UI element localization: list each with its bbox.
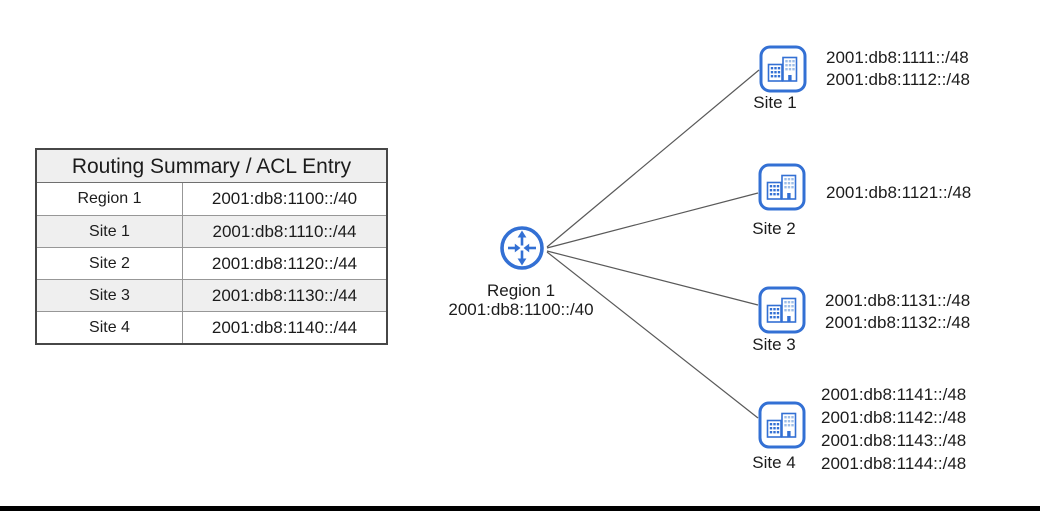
site2-label: Site 2 <box>752 219 796 238</box>
row-label: Site 2 <box>37 248 183 279</box>
row-value: 2001:db8:1100::/40 <box>211 189 358 208</box>
row-value: 2001:db8:1120::/44 <box>211 254 358 273</box>
row-label: Site 4 <box>37 312 183 343</box>
routing-table: Routing Summary / ACL Entry Region 1 200… <box>35 148 388 345</box>
router-label: Region 1 <box>486 281 556 300</box>
prefix-line: 2001:db8:1143::/48 <box>821 431 967 450</box>
router-prefix: 2001:db8:1100::/40 <box>448 300 594 319</box>
table-row-site3: Site 3 2001:db8:1130::/44 <box>37 279 386 311</box>
building-icon <box>759 45 807 93</box>
table-row-site4: Site 4 2001:db8:1140::/44 <box>37 311 386 343</box>
table-row-site1: Site 1 2001:db8:1110::/44 <box>37 215 386 247</box>
prefix-line: 2001:db8:1142::/48 <box>821 408 967 427</box>
site2-prefixes: 2001:db8:1121::/48 <box>826 182 971 204</box>
site3-label: Site 3 <box>752 335 796 354</box>
site3-node <box>758 286 806 334</box>
table-title: Routing Summary / ACL Entry <box>37 150 386 183</box>
prefix-line: 2001:db8:1121::/48 <box>826 183 972 202</box>
site4-prefixes: 2001:db8:1141::/48 2001:db8:1142::/48 20… <box>821 383 966 475</box>
prefix-line: 2001:db8:1132::/48 <box>825 313 971 332</box>
row-label: Region 1 <box>37 183 183 215</box>
connection-line-site1 <box>546 69 760 248</box>
prefix-line: 2001:db8:1144::/48 <box>821 454 967 473</box>
site4-node <box>758 401 806 449</box>
site1-node <box>759 45 807 93</box>
row-label: Site 3 <box>37 280 183 311</box>
bottom-divider-line <box>0 506 1040 511</box>
site4-label: Site 4 <box>752 453 796 472</box>
site1-prefixes: 2001:db8:1111::/48 2001:db8:1112::/48 <box>826 47 970 91</box>
table-row-region1: Region 1 2001:db8:1100::/40 <box>37 183 386 215</box>
table-row-site2: Site 2 2001:db8:1120::/44 <box>37 247 386 279</box>
connection-line-site2 <box>546 192 759 249</box>
connection-line-site4 <box>546 251 759 419</box>
row-value: 2001:db8:1110::/44 <box>212 222 357 241</box>
row-value: 2001:db8:1130::/44 <box>211 286 358 305</box>
building-icon <box>758 163 806 211</box>
building-icon <box>758 401 806 449</box>
row-value: 2001:db8:1140::/44 <box>211 318 358 337</box>
building-icon <box>758 286 806 334</box>
router-caption: Region 1 2001:db8:1100::/40 <box>421 281 621 319</box>
row-label: Site 1 <box>37 216 183 247</box>
prefix-line: 2001:db8:1141::/48 <box>821 385 967 404</box>
site1-label: Site 1 <box>753 93 797 112</box>
prefix-line: 2001:db8:1112::/48 <box>826 70 971 89</box>
site2-node <box>758 163 806 211</box>
prefix-line: 2001:db8:1131::/48 <box>825 291 971 310</box>
router-icon <box>500 226 544 270</box>
prefix-line: 2001:db8:1111::/48 <box>826 48 969 67</box>
site3-prefixes: 2001:db8:1131::/48 2001:db8:1132::/48 <box>825 290 970 334</box>
router-node <box>498 224 546 272</box>
